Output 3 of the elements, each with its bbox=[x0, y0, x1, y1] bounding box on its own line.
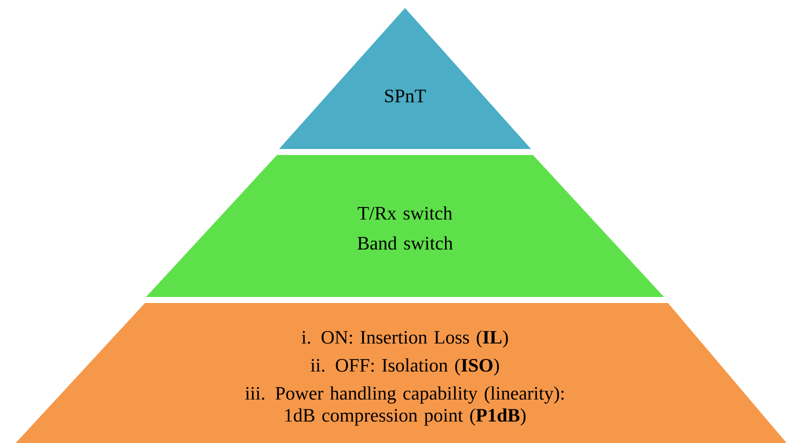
pyramid-band: i. ON: Insertion Loss (IL) ii. OFF: Isolation (ISO) iii. Power handling capability (linearity): 1dB compression point (P1dB) bbox=[12, 303, 786, 443]
pyramid-triangle: SPnT bbox=[279, 8, 531, 149]
pyramid-band: T/Rx switch Band switch bbox=[146, 155, 664, 297]
